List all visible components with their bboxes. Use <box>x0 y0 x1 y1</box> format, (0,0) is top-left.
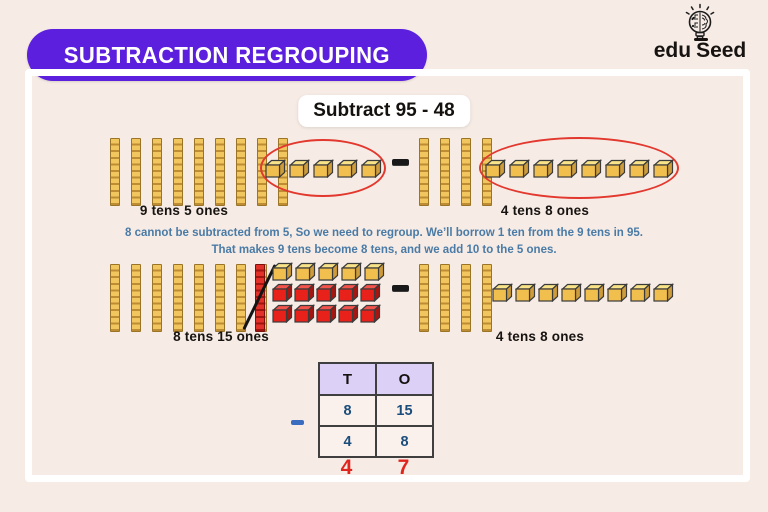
table-row: 4 8 <box>318 425 434 458</box>
minuend-ones: 15 <box>375 394 434 427</box>
step2-right-tens-rods <box>419 264 492 332</box>
yellow-ones-cube <box>508 158 530 178</box>
step2-left-ones-red <box>272 283 384 323</box>
yellow-ones-cube <box>630 283 651 302</box>
borrowed-ten-rod <box>242 262 277 332</box>
yellow-ten-rod <box>194 138 204 206</box>
page-title: SUBTRACTION REGROUPING <box>63 41 390 68</box>
yellow-ten-rod <box>419 264 429 332</box>
yellow-ten-rod <box>110 138 120 206</box>
seed-overline <box>694 38 709 41</box>
yellow-ten-rod <box>461 264 471 332</box>
yellow-ten-rod <box>440 138 450 206</box>
step2-left-ones-yellow <box>272 262 385 281</box>
tens-header: T <box>318 362 377 396</box>
yellow-ones-cube <box>532 158 554 178</box>
red-ones-cube <box>272 283 293 302</box>
yellow-ones-cube <box>360 158 382 178</box>
step1-right-label: 4 tens 8 ones <box>500 203 590 218</box>
yellow-ten-rod <box>419 138 429 206</box>
result-ones: 7 <box>397 456 410 479</box>
red-ones-cube <box>294 304 315 323</box>
brand-name-seed-wrap: Seed <box>694 38 747 63</box>
yellow-ten-rod <box>461 138 471 206</box>
red-ones-cube <box>316 283 337 302</box>
result-row: 4 7 <box>318 456 433 480</box>
content-card <box>25 69 750 482</box>
brand-name: edu Seed <box>642 38 758 63</box>
yellow-ten-rod <box>482 264 492 332</box>
step1-left-ones-circle <box>260 139 386 197</box>
yellow-ten-rod <box>194 264 204 332</box>
yellow-ones-cube <box>604 158 626 178</box>
step2-left-tens-rods <box>110 264 267 332</box>
yellow-ten-rod <box>152 138 162 206</box>
ones-header: O <box>375 362 434 396</box>
problem-title-box: Subtract 95 - 48 <box>298 95 470 127</box>
yellow-ones-cube <box>312 158 334 178</box>
lightbulb-brain-icon <box>685 3 715 40</box>
yellow-ones-cube <box>580 158 602 178</box>
explanation-line1: 8 cannot be subtracted from 5, So we nee… <box>124 227 644 239</box>
yellow-ten-rod <box>131 138 141 206</box>
brand-logo: edu Seed <box>642 3 758 63</box>
table-row: 8 15 <box>318 394 434 427</box>
yellow-ones-cube <box>515 283 536 302</box>
red-ones-cube <box>338 283 359 302</box>
step2-minus-sign <box>392 285 409 292</box>
yellow-ten-rod <box>173 264 183 332</box>
step2-left-label: 8 tens 15 ones <box>173 329 269 344</box>
red-ones-cube <box>316 304 337 323</box>
step2-right-label: 4 tens 8 ones <box>495 329 585 344</box>
yellow-ones-cube <box>538 283 559 302</box>
yellow-ones-cube <box>584 283 605 302</box>
yellow-ten-rod <box>173 138 183 206</box>
brand-name-seed: Seed <box>696 39 747 62</box>
yellow-ones-cube <box>272 262 293 281</box>
yellow-ones-cube <box>492 283 513 302</box>
yellow-ones-cube <box>264 158 286 178</box>
yellow-ones-cube <box>295 262 316 281</box>
step1-minus-sign <box>392 159 409 166</box>
table-minus-sign <box>291 420 304 425</box>
yellow-ones-cube <box>561 283 582 302</box>
yellow-ones-cube <box>336 158 358 178</box>
yellow-ones-cube <box>341 262 362 281</box>
yellow-ten-rod <box>131 264 141 332</box>
yellow-ones-cube <box>484 158 506 178</box>
yellow-ten-rod <box>236 264 246 332</box>
yellow-ten-rod <box>215 138 225 206</box>
step1-right-ones-circle <box>479 137 679 199</box>
subtrahend-tens: 4 <box>318 425 377 458</box>
red-ones-cube <box>294 283 315 302</box>
yellow-ones-cube <box>652 158 674 178</box>
place-value-table: T O 8 15 4 8 <box>318 362 434 458</box>
yellow-ones-cube <box>318 262 339 281</box>
yellow-ones-cube <box>364 262 385 281</box>
subtrahend-ones: 8 <box>375 425 434 458</box>
red-ones-cube <box>272 304 293 323</box>
yellow-ones-cube <box>607 283 628 302</box>
table-header-row: T O <box>318 362 434 396</box>
yellow-ones-cube <box>556 158 578 178</box>
step2-right-ones <box>492 283 674 302</box>
yellow-ten-rod <box>110 264 120 332</box>
yellow-ones-cube <box>653 283 674 302</box>
yellow-ten-rod <box>440 264 450 332</box>
red-ones-cube <box>360 304 381 323</box>
yellow-ten-rod <box>236 138 246 206</box>
result-tens: 4 <box>340 456 353 479</box>
red-ones-cube <box>360 283 381 302</box>
problem-title: Subtract 95 - 48 <box>313 100 455 121</box>
regrouping-explanation: 8 cannot be subtracted from 5, So we nee… <box>0 225 768 258</box>
minuend-tens: 8 <box>318 394 377 427</box>
yellow-ones-cube <box>288 158 310 178</box>
yellow-ten-rod <box>215 264 225 332</box>
red-ones-cube <box>338 304 359 323</box>
yellow-ten-rod <box>152 264 162 332</box>
yellow-ones-cube <box>628 158 650 178</box>
explanation-line2: That makes 9 tens become 8 tens, and we … <box>211 243 557 256</box>
step1-left-label: 9 tens 5 ones <box>139 203 229 218</box>
brand-name-edu: edu <box>653 39 692 62</box>
